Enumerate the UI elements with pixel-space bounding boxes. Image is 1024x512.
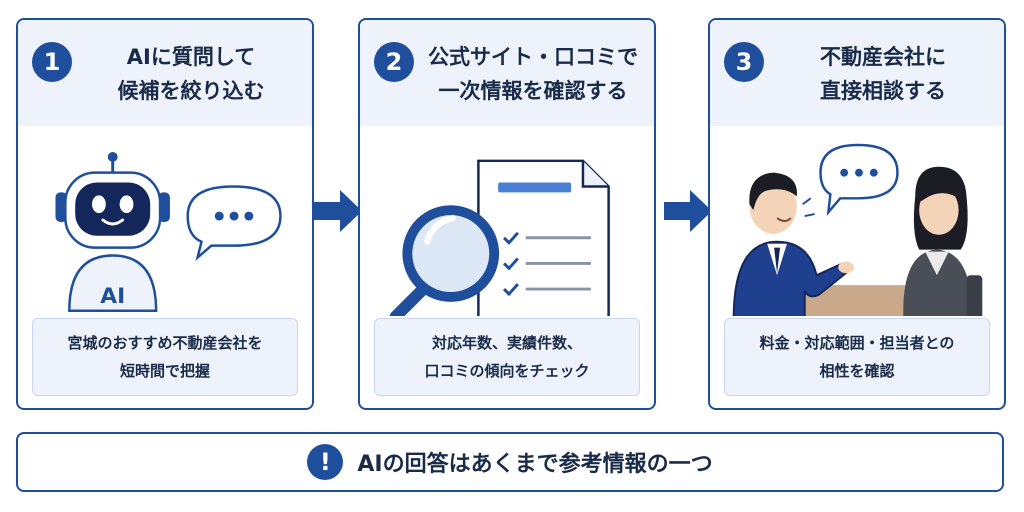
step-title: AIに質問して 候補を絞り込む (80, 40, 302, 108)
step-number-badge: 1 (32, 42, 72, 82)
caption-line: 相性を確認 (819, 362, 895, 380)
speech-bubble-icon (186, 185, 282, 261)
document-icon (477, 159, 610, 316)
speech-bubble-icon (819, 143, 899, 216)
step-header: 1 AIに質問して 候補を絞り込む (18, 20, 312, 126)
robot-chat-illustration: AI (55, 151, 282, 313)
step-card-2: 2 公式サイト・口コミで 一次情報を確認する 対応年数、実績件数、 口コミの傾向… (358, 18, 656, 410)
step-title-line: AIに質問して (126, 45, 256, 69)
step-card-3: 3 不動産会社に 直接相談する (708, 18, 1006, 410)
step-header: 3 不動産会社に 直接相談する (710, 20, 1004, 126)
step-caption: 対応年数、実績件数、 口コミの傾向をチェック (374, 318, 640, 396)
step-title-line: 一次情報を確認する (438, 79, 628, 103)
step-title: 公式サイト・口コミで 一次情報を確認する (422, 40, 644, 108)
caption-line: 宮城のおすすめ不動産会社を (67, 334, 263, 352)
exclamation-icon: ! (307, 444, 344, 480)
robot-badge-text: AI (100, 284, 125, 309)
note-bar: ! AIの回答はあくまで参考情報の一つ (16, 432, 1004, 492)
magnifier-icon (389, 205, 500, 316)
caption-line: 料金・対応範囲・担当者との (759, 334, 955, 352)
caption-line: 短時間で把握 (119, 362, 210, 380)
step-title-line: 候補を絞り込む (117, 79, 265, 103)
step-title-line: 不動産会社に (820, 45, 946, 69)
arrow-right-icon (664, 190, 712, 232)
woman-customer-icon (903, 166, 983, 316)
consultation-illustration (732, 143, 983, 316)
step-card-1: 1 AIに質問して 候補を絞り込む AI (16, 18, 314, 410)
step-number-badge: 2 (374, 42, 414, 82)
step-caption: 宮城のおすすめ不動産会社を 短時間で把握 (32, 318, 298, 396)
arrow-right-icon (314, 190, 362, 232)
robot-icon (55, 171, 170, 313)
step-caption: 料金・対応範囲・担当者との 相性を確認 (724, 318, 990, 396)
note-content: ! AIの回答はあくまで参考情報の一つ (18, 434, 1002, 490)
step-number-badge: 3 (724, 42, 764, 82)
caption-line: 口コミの傾向をチェック (424, 362, 590, 380)
step-title-line: 直接相談する (820, 79, 946, 103)
document-search-illustration (389, 159, 610, 316)
caption-line: 対応年数、実績件数、 (431, 334, 582, 352)
note-text: AIの回答はあくまで参考情報の一つ (357, 452, 713, 477)
step-header: 2 公式サイト・口コミで 一次情報を確認する (360, 20, 654, 126)
man-consultant-icon (732, 172, 855, 316)
step-title-line: 公式サイト・口コミで (428, 45, 638, 69)
step-title: 不動産会社に 直接相談する (772, 40, 994, 108)
